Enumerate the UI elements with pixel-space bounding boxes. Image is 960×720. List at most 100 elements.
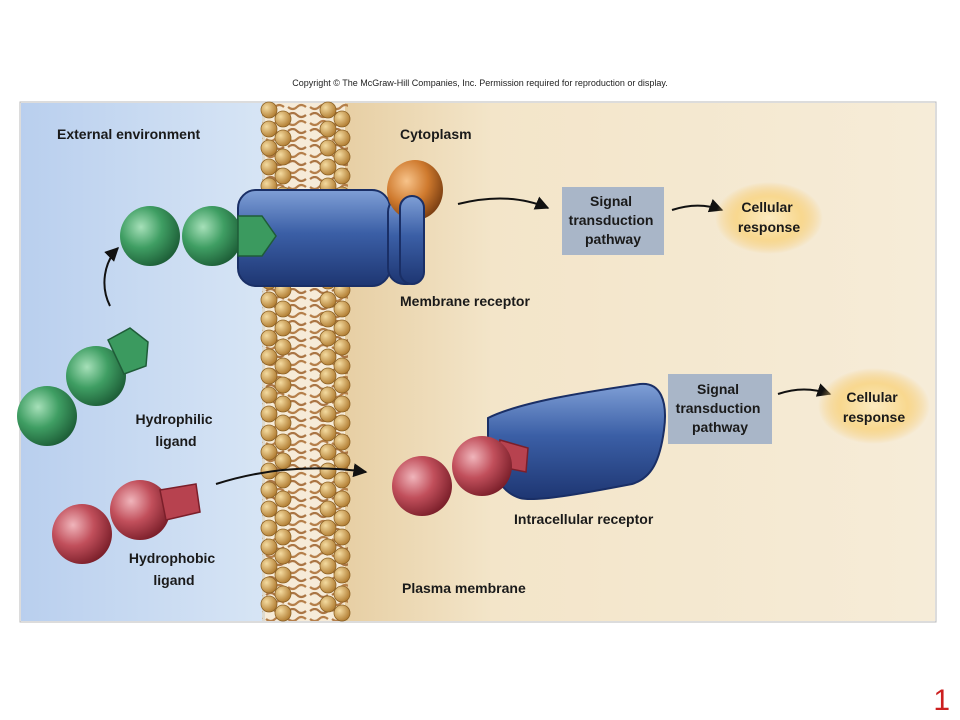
bound-hydrophilic-ligand xyxy=(120,206,277,266)
phospholipid-head xyxy=(333,471,351,489)
phospholipid-head xyxy=(319,158,337,176)
phospholipid-head xyxy=(260,158,278,176)
phospholipid-head xyxy=(319,329,337,347)
phospholipid-head xyxy=(319,443,337,461)
intracellular-receptor xyxy=(487,382,666,501)
phospholipid-head xyxy=(319,538,337,556)
phospholipid-head xyxy=(319,310,337,328)
phospholipid-head xyxy=(333,547,351,565)
phospholipid-head xyxy=(333,357,351,375)
phospholipid-head xyxy=(319,386,337,404)
phospholipid-head xyxy=(333,300,351,318)
page-number: 1 xyxy=(933,684,950,717)
phospholipid-head xyxy=(260,310,278,328)
external-environment-label: External environment xyxy=(57,126,200,142)
phospholipid-head xyxy=(319,348,337,366)
copyright-text: Copyright © The McGraw-Hill Companies, I… xyxy=(292,78,667,88)
phospholipid-head xyxy=(274,452,292,470)
phospholipid-head xyxy=(319,291,337,309)
cellular-response-glow-top xyxy=(715,182,823,254)
phospholipid-head xyxy=(319,367,337,385)
phospholipid-head xyxy=(319,519,337,537)
free-hydrophobic-ligand xyxy=(52,480,201,564)
phospholipid-head xyxy=(274,585,292,603)
cellular-response-label-bottom: Cellular response xyxy=(843,389,905,425)
phospholipid-head xyxy=(319,462,337,480)
phospholipid-head xyxy=(319,500,337,518)
plasma-membrane-bilayer xyxy=(260,101,351,622)
phospholipid-head xyxy=(274,566,292,584)
phospholipid-head xyxy=(333,604,351,622)
phospholipid-head xyxy=(274,110,292,128)
phospholipid-head xyxy=(260,481,278,499)
phospholipid-head xyxy=(333,319,351,337)
phospholipid-head xyxy=(333,395,351,413)
phospholipid-head xyxy=(319,576,337,594)
phospholipid-head xyxy=(260,139,278,157)
signal-pathway-box-top xyxy=(562,187,664,255)
phospholipid-head xyxy=(333,509,351,527)
phospholipid-head xyxy=(319,481,337,499)
phospholipid-head xyxy=(319,120,337,138)
inner-phospholipid-heads xyxy=(319,101,351,622)
phospholipid-head xyxy=(274,148,292,166)
plasma-membrane-label: Plasma membrane xyxy=(402,580,526,596)
phospholipid-head xyxy=(333,129,351,147)
signal-pathway-label-top: Signal transduction pathway xyxy=(569,193,658,247)
phospholipid-head xyxy=(333,110,351,128)
phospholipid-head xyxy=(274,433,292,451)
phospholipid-head xyxy=(274,376,292,394)
phospholipid-head xyxy=(274,509,292,527)
phospholipid-head xyxy=(260,519,278,537)
phospholipid-head xyxy=(260,576,278,594)
phospholipid-head xyxy=(319,595,337,613)
hydrophobic-ligand-label: Hydrophobic ligand xyxy=(129,550,219,588)
phospholipid-head xyxy=(274,471,292,489)
phospholipid-head xyxy=(319,139,337,157)
phospholipid-head xyxy=(260,348,278,366)
free-hydrophilic-ligand xyxy=(17,327,149,446)
phospholipid-head xyxy=(260,500,278,518)
membrane-receptor xyxy=(237,160,443,287)
phospholipid-head xyxy=(260,424,278,442)
phospholipid-head xyxy=(319,557,337,575)
phospholipid-head xyxy=(260,367,278,385)
phospholipid-head xyxy=(274,338,292,356)
receptor-to-signal-arrow-top xyxy=(457,196,550,210)
phospholipid-head xyxy=(274,300,292,318)
intracellular-receptor-label: Intracellular receptor xyxy=(514,511,654,527)
phospholipid-head xyxy=(274,129,292,147)
signal-pathway-box-bottom xyxy=(668,374,772,444)
signal-pathway-label-bottom: Signal transduction pathway xyxy=(676,381,765,435)
phospholipid-head xyxy=(274,490,292,508)
phospholipid-head xyxy=(333,452,351,470)
phospholipid-head xyxy=(260,443,278,461)
phospholipid-head xyxy=(260,595,278,613)
phospholipid-head xyxy=(333,433,351,451)
hydrophobic-entry-arrow xyxy=(215,463,368,485)
phospholipid-head xyxy=(333,490,351,508)
phospholipid-head xyxy=(274,528,292,546)
phospholipid-head xyxy=(274,604,292,622)
phospholipid-head xyxy=(260,405,278,423)
phospholipid-head xyxy=(260,329,278,347)
phospholipid-head xyxy=(274,167,292,185)
hydrophilic-ligand-label: Hydrophilic ligand xyxy=(136,411,217,449)
phospholipid-head xyxy=(274,395,292,413)
bound-hydrophobic-ligand xyxy=(392,436,529,516)
cytoplasm-label: Cytoplasm xyxy=(400,126,472,142)
phospholipid-head xyxy=(260,101,278,119)
phospholipid-head xyxy=(274,357,292,375)
phospholipid-head xyxy=(260,291,278,309)
cellular-response-glow-bottom xyxy=(818,368,930,444)
hydrophilic-binding-arrow xyxy=(103,247,119,307)
membrane-receptor-label: Membrane receptor xyxy=(400,293,530,309)
phospholipid-head xyxy=(333,566,351,584)
phospholipid-head xyxy=(260,557,278,575)
phospholipid-head xyxy=(319,424,337,442)
phospholipid-head xyxy=(333,376,351,394)
phospholipid-head xyxy=(333,338,351,356)
phospholipid-head xyxy=(333,414,351,432)
phospholipid-head xyxy=(333,585,351,603)
